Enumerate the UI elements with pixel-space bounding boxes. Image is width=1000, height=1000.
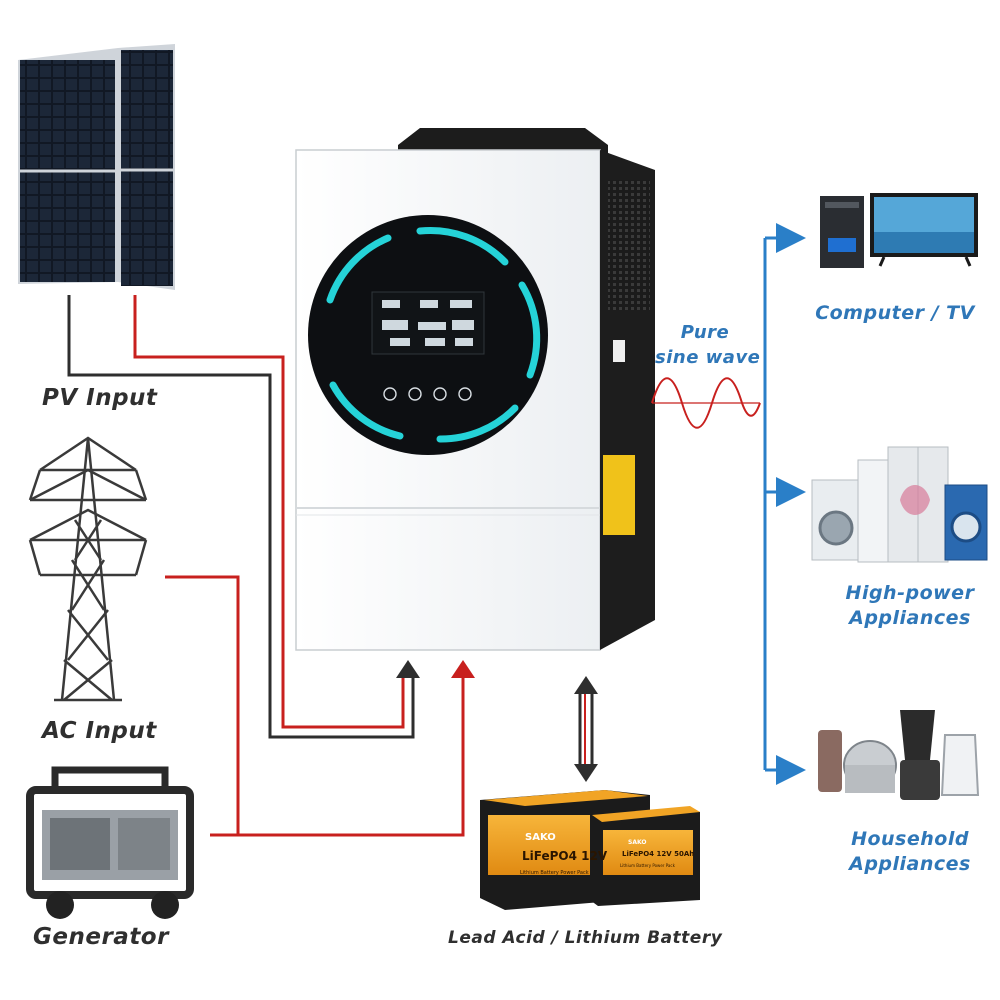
generator-label: Generator (33, 924, 169, 950)
output-wires (763, 223, 806, 785)
inverter-icon (295, 128, 655, 651)
battery-subtitle: Lithium Battery Power Pack (520, 870, 589, 876)
wire-arrowheads (396, 660, 598, 782)
ac-input-label: AC Input (42, 718, 157, 744)
battery-brand: SAKO (525, 832, 556, 843)
battery-label: Lead Acid / Lithium Battery (448, 928, 723, 948)
sine-wave-icon (651, 377, 761, 429)
generator-icon (26, 766, 194, 919)
high-power-label-line2: Appliances (849, 607, 971, 629)
transmission-tower-icon (28, 436, 148, 702)
high-power-label-line1: High-power (845, 582, 975, 604)
solar-panel-icon (18, 44, 175, 290)
pv-input-label: PV Input (42, 385, 158, 411)
pure-sine-label-line1: Pure (680, 322, 730, 343)
household-label-line1: Household (851, 828, 969, 850)
washing-machine-icon (944, 484, 988, 561)
inverter-buttons (383, 387, 472, 401)
battery-icon (480, 790, 700, 910)
refrigerator-icon (857, 446, 949, 563)
computer-icon (820, 196, 864, 268)
input-wires (67, 295, 594, 837)
computer-tv-label: Computer / TV (815, 302, 975, 324)
washing-machine-icon (811, 479, 861, 561)
small-battery-subtitle: Lithium Battery Power Pack (620, 863, 676, 868)
small-battery-brand: SAKO (628, 839, 646, 846)
kitchen-appliances-icon (818, 710, 980, 800)
small-battery-model: LiFePO4 12V 50Ah (622, 850, 694, 858)
pure-sine-label-line2: sine wave (655, 347, 761, 368)
tv-icon (870, 193, 978, 267)
household-label-line2: Appliances (849, 853, 971, 875)
battery-model: LiFePO4 12V (522, 849, 608, 863)
